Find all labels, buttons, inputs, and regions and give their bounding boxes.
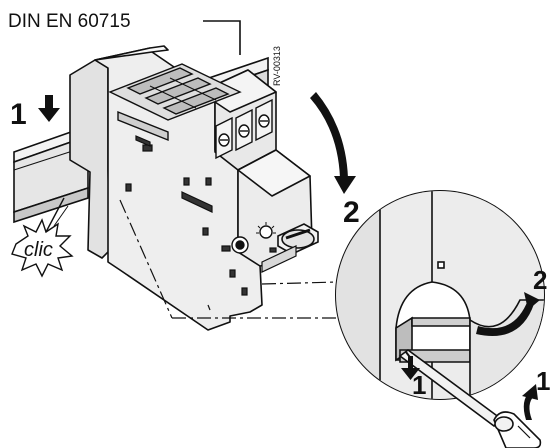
step1-down-arrow bbox=[38, 95, 60, 122]
clic-sound-burst bbox=[11, 197, 74, 278]
zoom-detail-circle bbox=[335, 190, 545, 400]
standard-leader-line bbox=[203, 20, 241, 55]
release-lever-arrow bbox=[401, 356, 420, 380]
din-standard-label: DIN EN 60715 bbox=[8, 11, 131, 32]
release-lever-number: 1 bbox=[412, 370, 426, 400]
top-busbar-clamps bbox=[108, 63, 242, 142]
tilt-out-arrow bbox=[476, 292, 540, 336]
zoom-leader-lines bbox=[119, 199, 354, 319]
terminal-screws bbox=[215, 98, 273, 160]
lower-latch-slot bbox=[261, 245, 297, 273]
rotary-knob bbox=[277, 223, 319, 255]
document-code: RV-00313 bbox=[272, 46, 282, 86]
setting-dial bbox=[256, 222, 276, 239]
step2-rotate-number: 2 bbox=[343, 196, 360, 229]
screwdriver bbox=[398, 349, 542, 448]
front-face-details bbox=[125, 135, 248, 296]
tilt-out-number: 2 bbox=[533, 265, 547, 295]
indicator-window bbox=[231, 236, 249, 254]
clic-sound-label: clic bbox=[24, 239, 53, 261]
step1-press-number: 1 bbox=[10, 98, 27, 131]
screwdriver-twist-arrow bbox=[522, 384, 538, 420]
screwdriver-twist-number: 1 bbox=[536, 366, 550, 396]
step2-rotate-arrow bbox=[310, 92, 356, 194]
